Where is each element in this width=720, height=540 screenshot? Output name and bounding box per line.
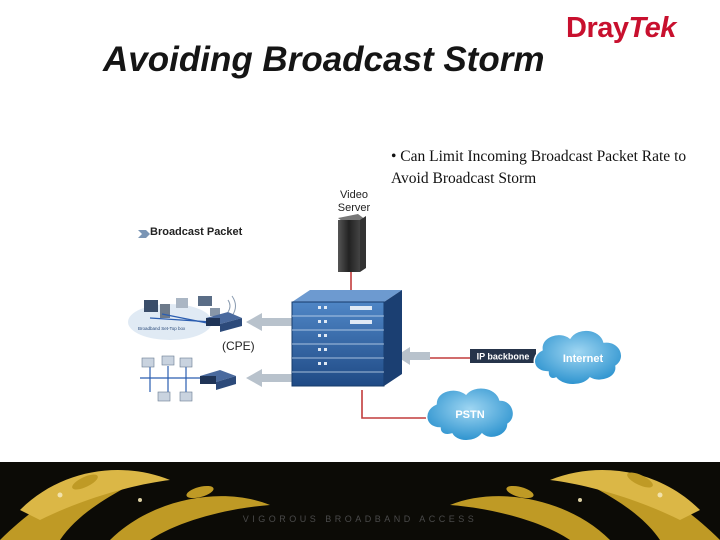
broadcast-packet-legend: Broadcast Packet bbox=[150, 226, 243, 238]
broadcast-packet-arrows bbox=[246, 313, 430, 387]
logo-text-dray: Dray bbox=[566, 12, 629, 44]
ip-backbone-tag: IP backbone bbox=[470, 349, 536, 363]
video-server-icon bbox=[338, 214, 366, 272]
video-server-label-line1: Video bbox=[340, 189, 368, 201]
broadcast-packet-legend-icon bbox=[138, 230, 150, 238]
footer-decoration bbox=[0, 462, 720, 540]
lan-computers-icon bbox=[140, 355, 236, 402]
core-switch-stack-icon bbox=[291, 290, 402, 387]
internet-label: Internet bbox=[563, 353, 604, 365]
pstn-label: PSTN bbox=[455, 409, 484, 421]
ip-backbone-label: IP backbone bbox=[477, 352, 530, 362]
cpe-home-devices: Broadband Set-Top box bbox=[128, 295, 236, 340]
internet-cloud-icon: Internet bbox=[533, 329, 623, 386]
pstn-cloud-icon: PSTN bbox=[426, 387, 515, 442]
bullet-point: • Can Limit Incoming Broadcast Packet Ra… bbox=[391, 148, 687, 187]
set-top-box-label: Broadband Set-Top box bbox=[138, 326, 186, 331]
cpe-router-icon bbox=[206, 312, 242, 332]
logo-text-tek: Tek bbox=[628, 12, 677, 44]
draytek-logo: DrayTek bbox=[566, 12, 676, 45]
footer-tagline: VIGOROUS BROADBAND ACCESS bbox=[242, 514, 478, 524]
video-server-label: Video Server bbox=[326, 189, 382, 215]
video-server-label-line2: Server bbox=[337, 202, 371, 214]
slide-title: Avoiding Broadcast Storm bbox=[103, 40, 545, 79]
cpe-label: (CPE) bbox=[222, 339, 255, 353]
